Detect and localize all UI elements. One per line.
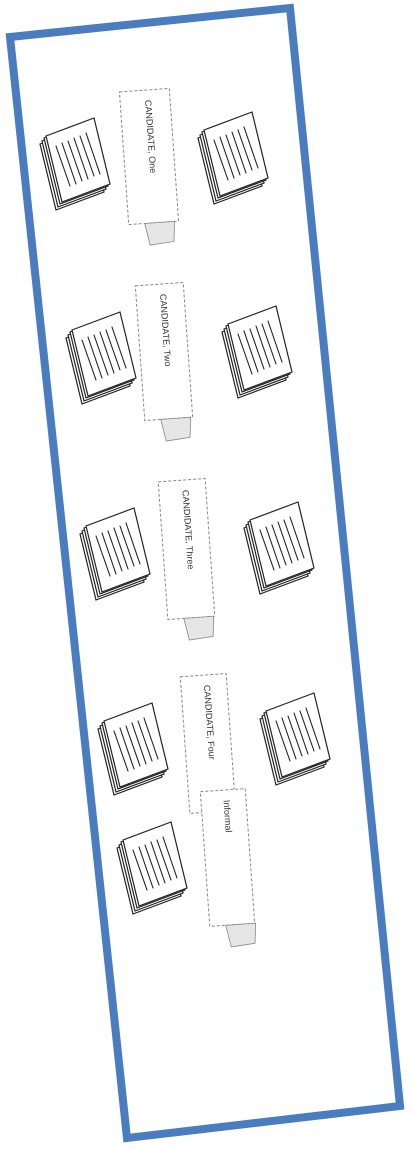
name-card-fold bbox=[183, 615, 215, 641]
name-card-fold bbox=[225, 922, 257, 948]
name-card-label: Informal bbox=[221, 800, 233, 833]
name-card-fold bbox=[160, 416, 192, 442]
name-card-face bbox=[157, 477, 216, 621]
name-card-fold bbox=[144, 220, 176, 246]
name-card-5: Informal bbox=[199, 788, 257, 948]
name-card-1: CANDIDATE, One bbox=[118, 87, 180, 246]
name-card-2: CANDIDATE, Two bbox=[134, 281, 194, 442]
name-card-3: CANDIDATE, Three bbox=[157, 477, 216, 641]
